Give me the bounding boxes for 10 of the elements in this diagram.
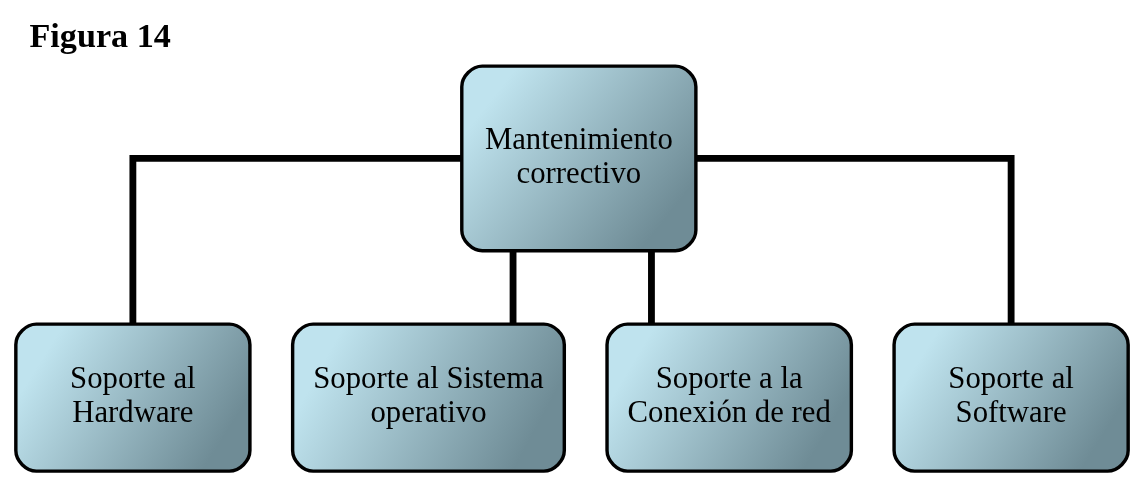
node-box: Soporte al Hardware: [14, 322, 252, 473]
connector: [509, 250, 517, 324]
node-box: Soporte al Software: [892, 322, 1130, 473]
node-box: Soporte al Sistema operativo: [290, 322, 566, 473]
connector: [696, 155, 1015, 324]
node-box: Soporte a la Conexión de red: [605, 322, 854, 473]
node-box: Mantenimiento correctivo: [460, 64, 698, 253]
diagram-title: Figura 14: [29, 17, 171, 55]
connector: [129, 155, 462, 324]
connector: [648, 250, 655, 324]
